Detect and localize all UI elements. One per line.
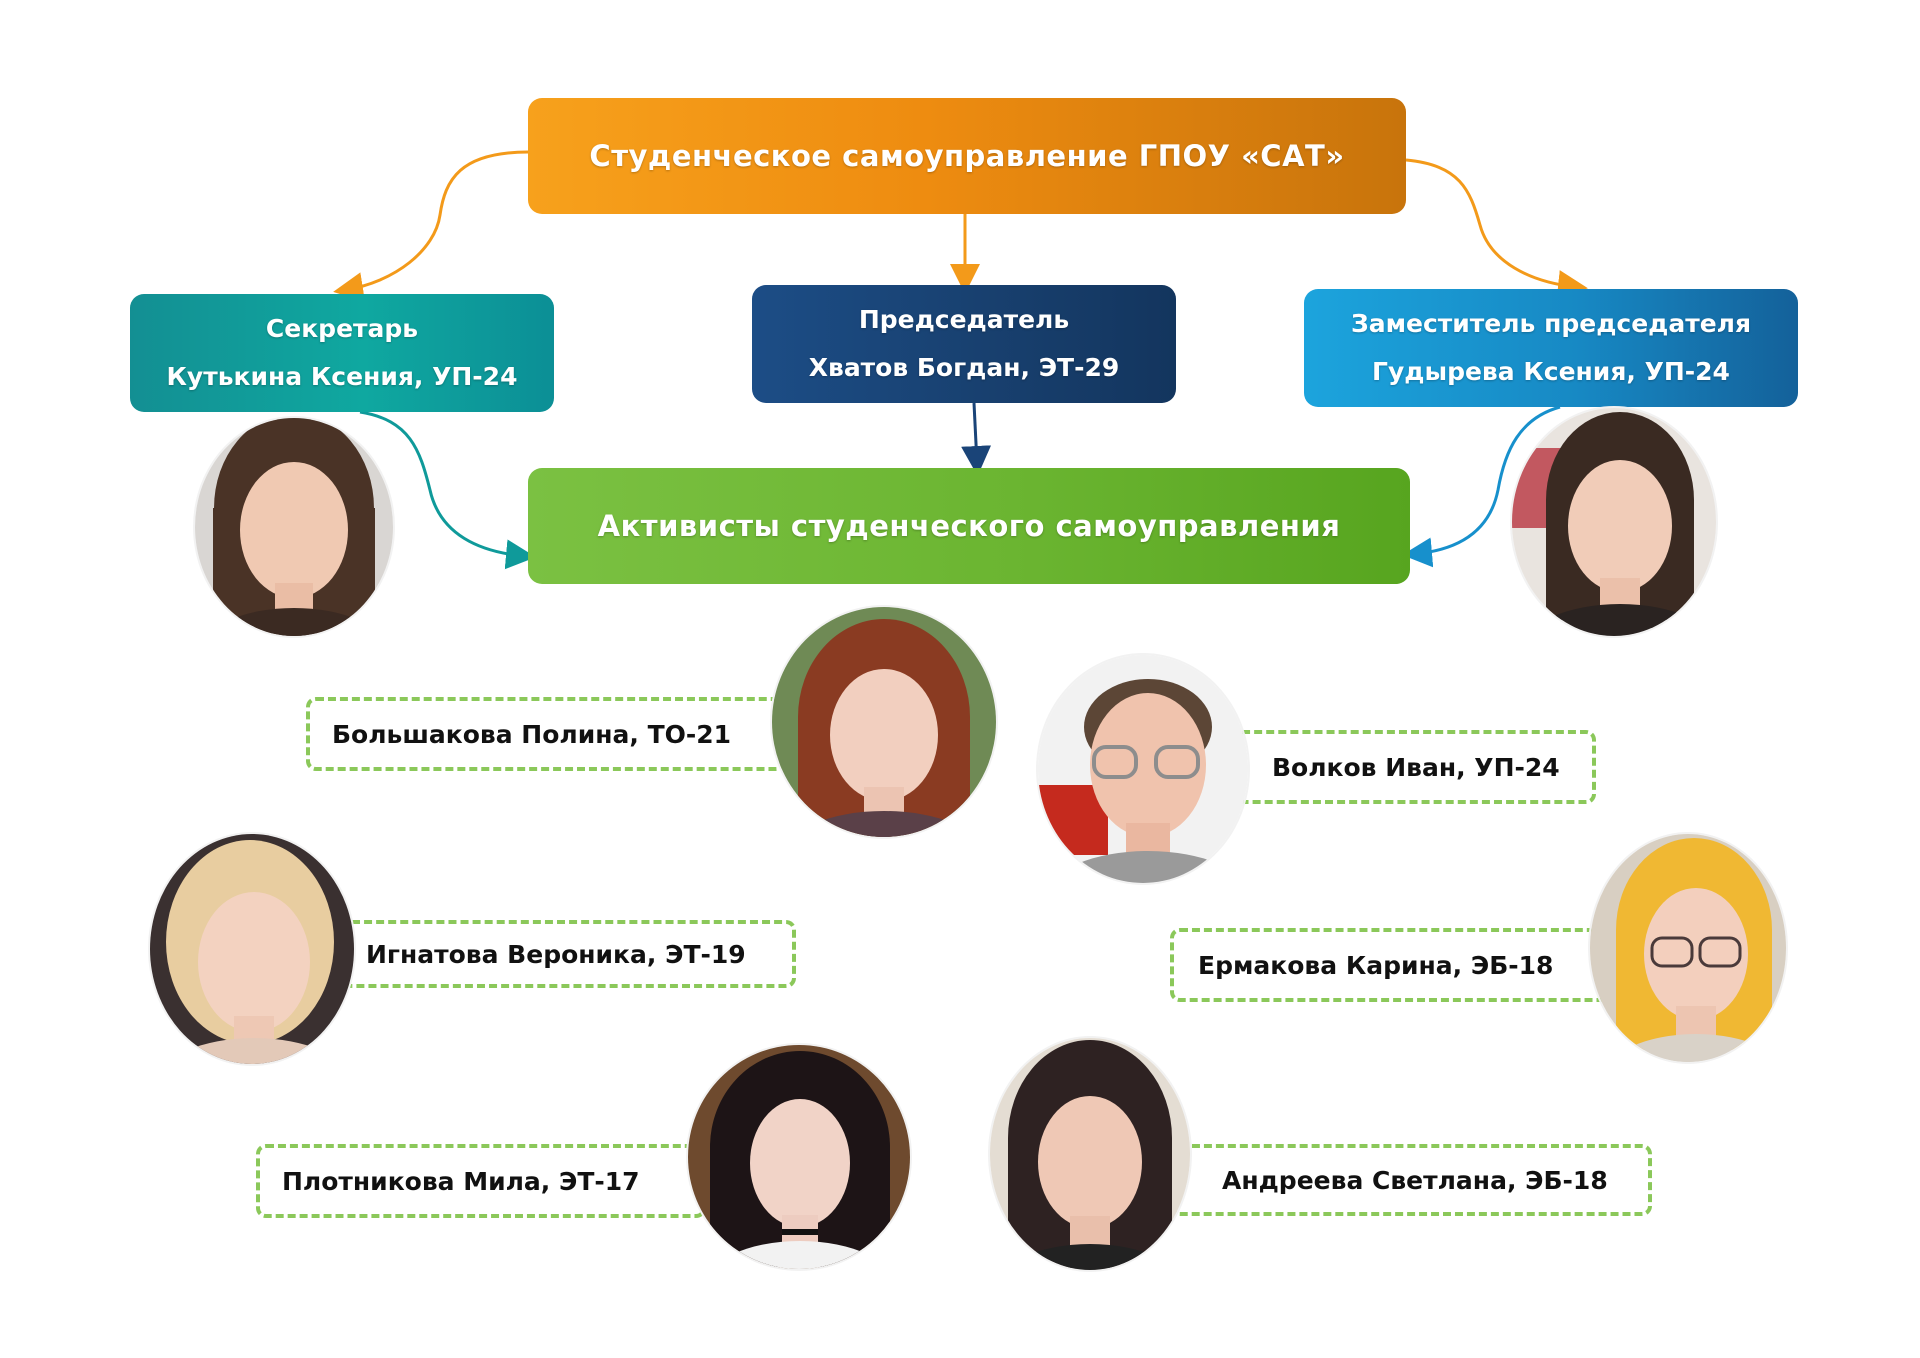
activist-name: Игнатова Вероника, ЭТ-19 [366, 939, 746, 969]
activist-photo-volkov [1038, 655, 1248, 883]
deputy-box: Заместитель председателя Гудырева Ксения… [1304, 289, 1798, 407]
deputy-role: Заместитель председателя [1350, 309, 1752, 338]
chairman-box: Председатель Хватов Богдан, ЭТ-29 [752, 285, 1176, 403]
activist-name: Большакова Полина, ТО-21 [332, 719, 732, 749]
secretary-box: Секретарь Кутькина Ксения, УП-24 [130, 294, 554, 412]
arrow-deputy-to-activists [1402, 405, 1561, 568]
arrow-title-to-secretary [333, 150, 529, 302]
secretary-photo [195, 418, 393, 636]
activist-photo-ignatova [150, 834, 354, 1064]
activist-label-plotnikova: Плотникова Мила, ЭТ-17 [256, 1144, 706, 1218]
deputy-photo [1512, 408, 1716, 636]
arrow-secretary-to-activists [359, 410, 536, 570]
arrow-chairman-to-activists [961, 402, 992, 476]
activist-label-bolshakova: Большакова Полина, ТО-21 [306, 697, 786, 771]
activist-photo-ermakova [1590, 834, 1786, 1062]
arrow-title-to-deputy [1405, 158, 1588, 300]
activist-photo-plotnikova [688, 1045, 910, 1269]
activist-name: Ермакова Карина, ЭБ-18 [1198, 950, 1554, 980]
activist-label-ignatova: Игнатова Вероника, ЭТ-19 [342, 920, 796, 988]
chairman-role: Председатель [858, 305, 1070, 334]
activist-label-andreeva: Андреева Светлана, ЭБ-18 [1170, 1144, 1652, 1216]
deputy-name: Гудырева Ксения, УП-24 [1372, 357, 1730, 386]
secretary-name: Кутькина Ксения, УП-24 [166, 362, 518, 391]
activist-name: Волков Иван, УП-24 [1272, 752, 1560, 782]
activist-photo-bolshakova [772, 607, 996, 837]
activists-title: Активисты студенческого самоуправления [597, 509, 1341, 543]
activist-name: Плотникова Мила, ЭТ-17 [282, 1166, 640, 1196]
activists-title-box: Активисты студенческого самоуправления [528, 468, 1410, 584]
chairman-name: Хватов Богдан, ЭТ-29 [808, 353, 1120, 382]
activist-name: Андреева Светлана, ЭБ-18 [1222, 1165, 1608, 1195]
organization-title: Студенческое самоуправление ГПОУ «САТ» [589, 139, 1345, 173]
secretary-role: Секретарь [265, 314, 419, 343]
organization-title-box: Студенческое самоуправление ГПОУ «САТ» [528, 98, 1406, 214]
activist-label-volkov: Волков Иван, УП-24 [1220, 730, 1596, 804]
activist-photo-andreeva [990, 1038, 1190, 1270]
activist-label-ermakova: Ермакова Карина, ЭБ-18 [1170, 928, 1620, 1002]
